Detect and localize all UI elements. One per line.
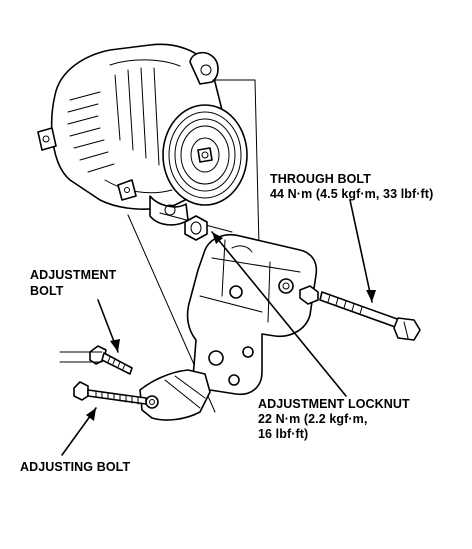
adjusting-bolt: [73, 381, 147, 405]
through-bolt-torque-spec: 44 N·m (4.5 kgf·m, 33 lbf·ft): [270, 187, 434, 201]
adjustment-bolt: [59, 345, 133, 375]
label-leaders: [61, 199, 376, 456]
adjusting-bracket: [139, 369, 211, 421]
adjustment-bolt-label-line1: ADJUSTMENT: [30, 268, 117, 282]
adjustment-locknut-torque-spec-line2: 16 lbf·ft): [258, 427, 309, 441]
alternator-pulley: [162, 104, 248, 206]
adjustment-locknut-torque-spec-line1: 22 N·m (2.2 kgf·m,: [258, 412, 368, 426]
adjusting-bolt-label: ADJUSTING BOLT: [20, 460, 131, 474]
through-bolt-label: THROUGH BOLT: [270, 172, 371, 186]
through-bolt: [299, 285, 421, 341]
adjustment-bolt-label-line2: BOLT: [30, 284, 64, 298]
adjustment-locknut: [184, 215, 208, 241]
mounting-bracket: [186, 234, 318, 396]
adjustment-locknut-label: ADJUSTMENT LOCKNUT: [258, 397, 410, 411]
